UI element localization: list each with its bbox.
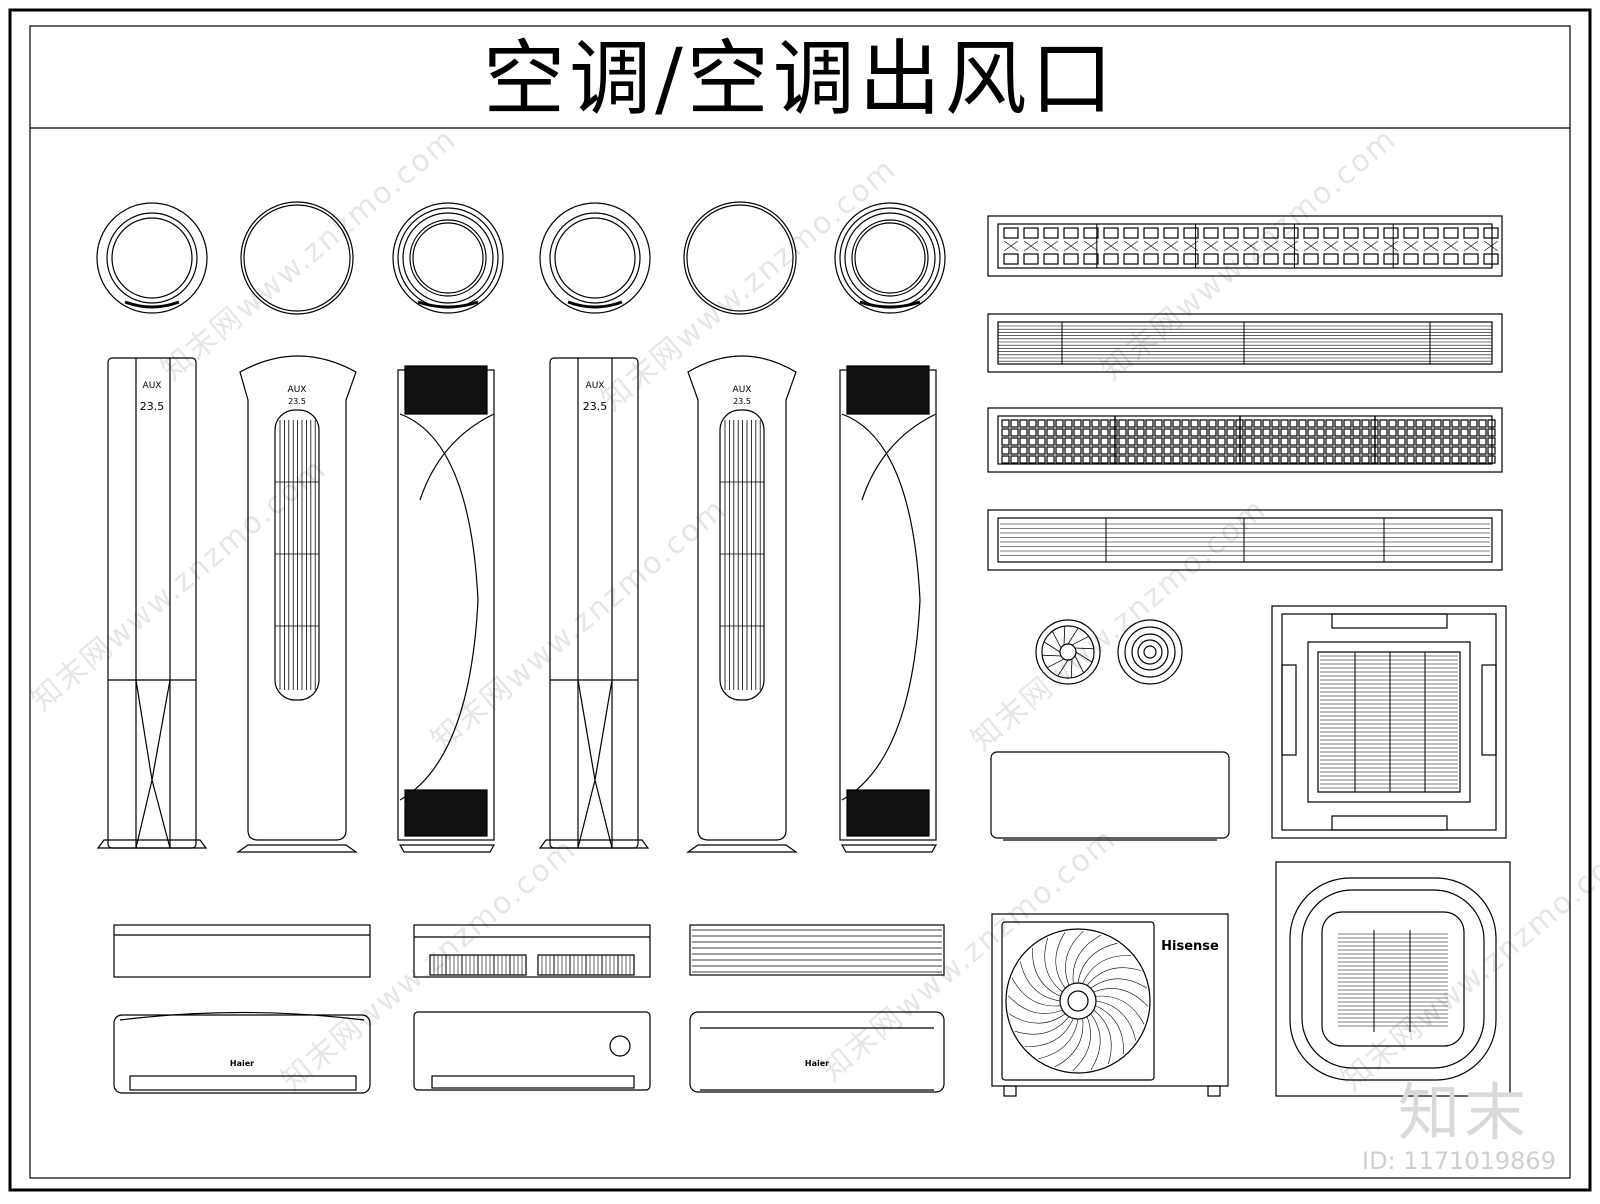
round-vent-5	[683, 201, 797, 315]
duct-unit-plain	[113, 924, 371, 978]
hisense-logo: Hisense	[1161, 939, 1219, 954]
aux-label-3: AUX	[586, 381, 605, 391]
wall-unit-mid	[413, 1011, 651, 1091]
inner-frame	[29, 25, 1571, 1179]
tower-unit-aux-square-2	[538, 357, 650, 849]
round-vent-1	[96, 202, 208, 314]
linear-grille-bars	[987, 313, 1503, 373]
wall-unit-plain	[990, 751, 1230, 841]
linear-grille-slots	[987, 509, 1503, 571]
ceiling-cassette-square	[1271, 605, 1507, 839]
wall-unit-haier-1	[113, 1011, 371, 1094]
temp-display-3: 23.5	[583, 400, 608, 413]
linear-grille-lattice	[987, 215, 1503, 277]
temp-display-2: 23.5	[288, 397, 306, 406]
duct-unit-grilles	[413, 924, 651, 978]
round-diffuser-swirl	[1035, 619, 1101, 685]
temp-display-4: 23.5	[733, 397, 751, 406]
document-id: ID: 1171019869	[1362, 1147, 1556, 1175]
aux-label-1: AUX	[143, 381, 162, 391]
aux-label-4: AUX	[733, 385, 752, 395]
wall-unit-haier-2	[689, 1011, 945, 1093]
page-title: 空调/空调出风口	[483, 32, 1117, 127]
round-vent-3	[392, 202, 504, 314]
tower-unit-aux-round	[236, 355, 358, 853]
round-vent-2	[240, 201, 354, 315]
haier-logo-1: Haier	[230, 1059, 254, 1068]
outer-frame	[8, 8, 1592, 1192]
round-vent-6	[834, 202, 946, 314]
duct-unit-slats	[689, 924, 945, 976]
tower-unit-aux-round-2	[686, 355, 798, 853]
aux-label-2: AUX	[288, 385, 307, 395]
ceiling-cassette-round	[1275, 861, 1511, 1097]
tower-unit-twist	[397, 365, 496, 853]
znzmo-logo: 知末	[1398, 1076, 1531, 1149]
linear-grille-mesh	[987, 407, 1503, 473]
temp-display-1: 23.5	[140, 400, 165, 413]
tower-unit-twist-2	[839, 365, 938, 853]
round-diffuser-ring	[1117, 619, 1183, 685]
tower-unit-aux-square	[96, 357, 208, 849]
haier-logo-2: Haier	[805, 1059, 829, 1068]
round-vent-4	[539, 202, 651, 314]
outdoor-unit-hisense	[991, 913, 1229, 1097]
